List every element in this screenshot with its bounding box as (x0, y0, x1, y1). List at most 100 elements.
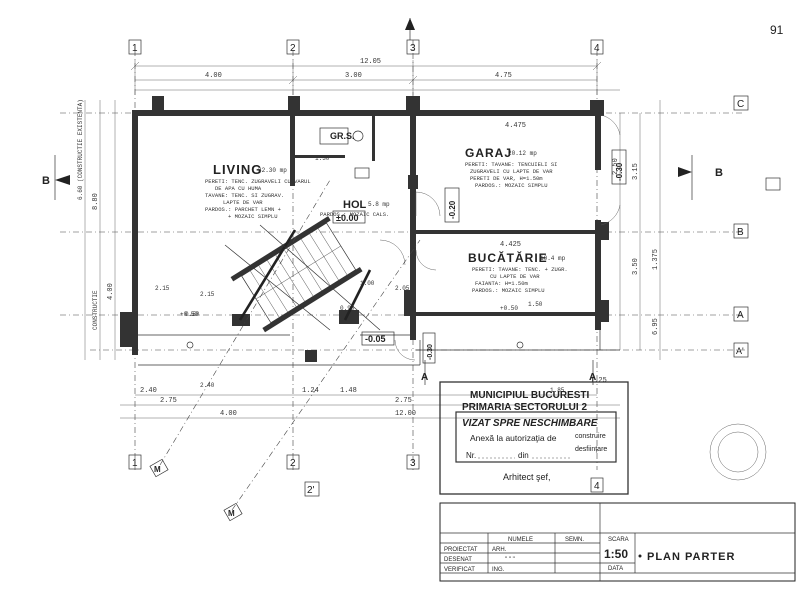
terrace-outline (138, 330, 620, 366)
dim-right-1: 2.50 (612, 158, 620, 175)
svg-text:B: B (737, 227, 744, 238)
svg-text:1: 1 (132, 43, 138, 54)
level-marks: -0.30 +0.50 +0.50 -0.05 -0.30 (180, 149, 627, 364)
dim-bottom-seg-1: 2.40 (140, 387, 157, 395)
grid-marker-1-bottom (128, 454, 142, 470)
tb-row-proiectat: PROIECTAT (444, 547, 478, 553)
room-gr-s: GR.S. (330, 131, 355, 141)
section-A-bottom-right: A (589, 372, 596, 383)
dim-right-3: 3.50 (632, 258, 640, 275)
room-living-name: LIVING (213, 162, 262, 177)
tb-col-scara: SCARA (608, 537, 629, 543)
svg-text:LAPTE DE VAR: LAPTE DE VAR (223, 199, 263, 206)
svg-text:PARDOS.: PARCHET LEMN +: PARDOS.: PARCHET LEMN + (205, 206, 281, 213)
tb-desenat-name: " " " (505, 557, 515, 563)
level-terrace: +0.50 (500, 305, 518, 312)
dim-right-2: 3.15 (632, 163, 640, 180)
svg-text:2: 2 (290, 43, 296, 54)
tb-drawing-title: PLAN PARTER (647, 551, 735, 563)
grid-marker-4-bottom (590, 477, 604, 493)
dim-left-1: 8.80 (92, 193, 100, 210)
svg-text:A: A (737, 310, 744, 321)
svg-text:2: 2 (290, 458, 296, 469)
stamp-line3: VIZAT SPRE NESCHIMBARE (462, 418, 598, 429)
row-markers-right: C B A A' (733, 95, 749, 358)
svg-text:TAVANE: TENC. SI ZUGRAV.: TAVANE: TENC. SI ZUGRAV. (205, 192, 284, 199)
room-garaj-area: 20.12 mp (508, 150, 537, 157)
dim-misc-5: 1.00 (360, 280, 375, 287)
level-step: -0.05 (365, 334, 386, 344)
tb-proiectat-name: ARH. (492, 547, 507, 553)
room-hol-area: 5.8 mp (368, 201, 390, 208)
dim-garaj-width: 4.475 (505, 122, 526, 130)
dim-bottom-seg-2: 2.75 (160, 397, 177, 405)
grid-marker-1-top (128, 39, 142, 55)
section-B-right: B (715, 167, 723, 179)
room-living: LIVING 32.30 mp PERETI: TENC. ZUGRAVELI … (205, 162, 311, 220)
stamp-line4: Anexă la autorizaţia de (470, 433, 557, 443)
tb-col-semn: SEMN. (565, 537, 584, 543)
tb-data-label: DATA (608, 566, 623, 572)
dim-bottom-seg-5: 4.00 (220, 410, 237, 418)
dim-misc-4: 2.15 (200, 291, 215, 298)
dim-bottom-overall: 12.00 (395, 410, 416, 418)
svg-text:PERETI: TAVANE: TENC. + ZUGR.: PERETI: TAVANE: TENC. + ZUGR. (472, 266, 568, 273)
room-garaj: GARAJ 20.12 mp PERETI: TAVANE: TENCUIELI… (444, 146, 557, 223)
room-grs-name: GR.S. (330, 131, 355, 141)
municipal-stamp: MUNICIPIUL BUCURESTI PRIMARIA SECTORULUI… (439, 381, 767, 495)
stamp-line6: Arhitect şef, (503, 472, 551, 482)
dim-misc-1: 1.30 (315, 155, 330, 162)
grid-marker-4-top (590, 39, 604, 55)
grid-marker-3-top (406, 39, 420, 55)
svg-text:1: 1 (132, 458, 138, 469)
room-bucatarie-area: 10.4 mp (540, 255, 566, 262)
column-markers-bottom: 1 2 3 4 2' (128, 454, 604, 497)
svg-text:+ MOZAIC SIMPLU: + MOZAIC SIMPLU (228, 213, 278, 220)
dim-top-seg-1: 4.00 (205, 72, 222, 80)
grid-marker-A (733, 306, 749, 322)
section-A-bottom: A (421, 372, 428, 383)
svg-text:FAIANTA: H=1.50m: FAIANTA: H=1.50m (475, 280, 529, 287)
dim-left-vertical-label-2: CONSTRUCTIE (92, 290, 99, 330)
svg-text:PERETI: TENC. ZUGRAVELI CU VAR: PERETI: TENC. ZUGRAVELI CU VARUL (205, 178, 311, 185)
room-hol-name: HOL (343, 199, 367, 211)
stamp-line4b: construire (575, 433, 606, 440)
dim-bottom-seg-6: 1.25 (590, 377, 607, 385)
title-block: NUMELE SEMN. SCARA PROIECTAT ARH. DESENA… (439, 502, 796, 582)
stamp-line5b: din (518, 451, 529, 460)
dim-misc-8: 1.85 (550, 387, 565, 394)
tb-row-desenat: DESENAT (444, 557, 472, 563)
staircase-structure (224, 224, 381, 331)
diagonal-axis: M M (149, 179, 421, 522)
dim-misc-6: 1.50 (528, 301, 543, 308)
tb-scale: 1:50 (604, 547, 628, 561)
wc-fixtures (319, 127, 370, 179)
svg-text:4: 4 (594, 43, 600, 54)
grid-marker-B (733, 223, 749, 239)
room-hol: HOL 5.8 mp PARDOS.: MOZAIC CALS. ±0.00 (320, 199, 390, 224)
stamp-line1: MUNICIPIUL BUCURESTI (470, 390, 589, 401)
dim-bottom-seg-3: 1.24 (302, 387, 319, 395)
grid-marker-3-bottom (406, 454, 420, 470)
grid-marker-2-bottom (286, 454, 300, 470)
tb-verificat-name: ING. (492, 567, 505, 573)
dim-left-2: 4.00 (107, 283, 115, 300)
walls (120, 96, 609, 362)
section-B-left: B (42, 175, 50, 187)
svg-text:PERETI: TAVANE: TENCUIELI SI: PERETI: TAVANE: TENCUIELI SI (465, 161, 557, 168)
level-hol: ±0.00 (336, 213, 358, 223)
level-living: +0.50 (180, 311, 198, 318)
dim-misc-10: 0.50 (185, 311, 200, 318)
room-garaj-name: GARAJ (465, 146, 512, 160)
axis-M-2: M (228, 509, 235, 518)
svg-text:2': 2' (307, 485, 315, 496)
staircase (230, 216, 363, 333)
dim-buc-width: 4.425 (500, 241, 521, 249)
dimension-lines: 12.05 4.00 3.00 4.75 4.475 4.425 2.40 2.… (77, 58, 661, 419)
dim-top-seg-3: 4.75 (495, 72, 512, 80)
tb-col-numele: NUMELE (508, 537, 533, 543)
grid-marker-C (733, 95, 749, 111)
stamp-line5: Nr. (466, 451, 476, 460)
svg-text:CU LAPTE DE VAR: CU LAPTE DE VAR (490, 273, 540, 280)
